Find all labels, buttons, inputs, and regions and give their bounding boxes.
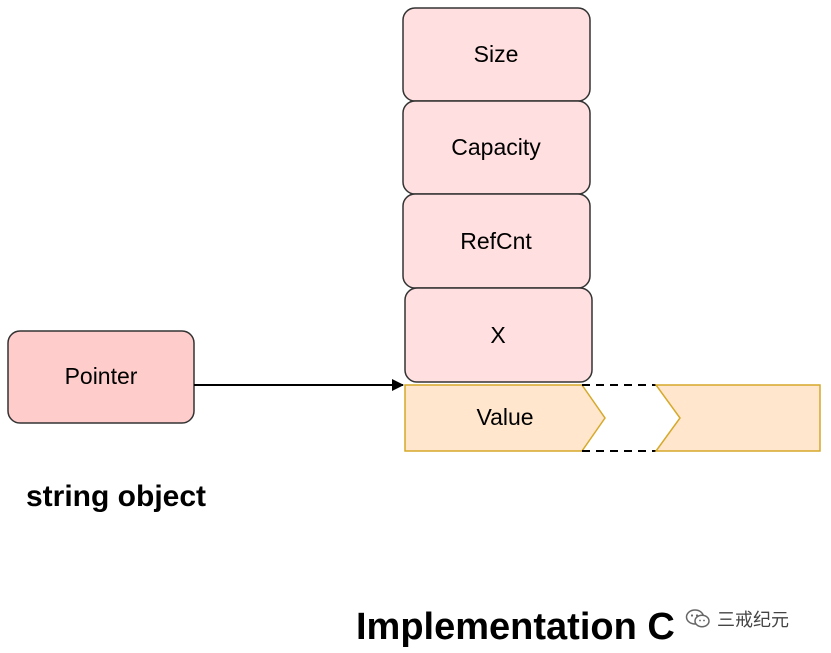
pointer-box: Pointer [7,330,195,424]
pointer-label: Pointer [65,363,138,389]
capacity-label: Capacity [451,134,541,160]
value-label: Value [476,404,533,430]
watermark: 三戒纪元 [685,606,789,632]
implementation-title: Implementation C [356,606,675,648]
watermark-text: 三戒纪元 [717,610,789,631]
value-continuation-box [654,384,821,452]
wechat-icon [685,609,710,628]
size-box: Size [402,7,591,102]
x-box: X [404,287,593,383]
size-label: Size [474,41,519,67]
capacity-box: Capacity [402,100,591,195]
refcnt-label: RefCnt [460,228,532,254]
x-label: X [490,322,505,348]
string-object-caption: string object [26,480,207,513]
value-box: Value [404,384,606,452]
refcnt-box: RefCnt [402,193,591,289]
